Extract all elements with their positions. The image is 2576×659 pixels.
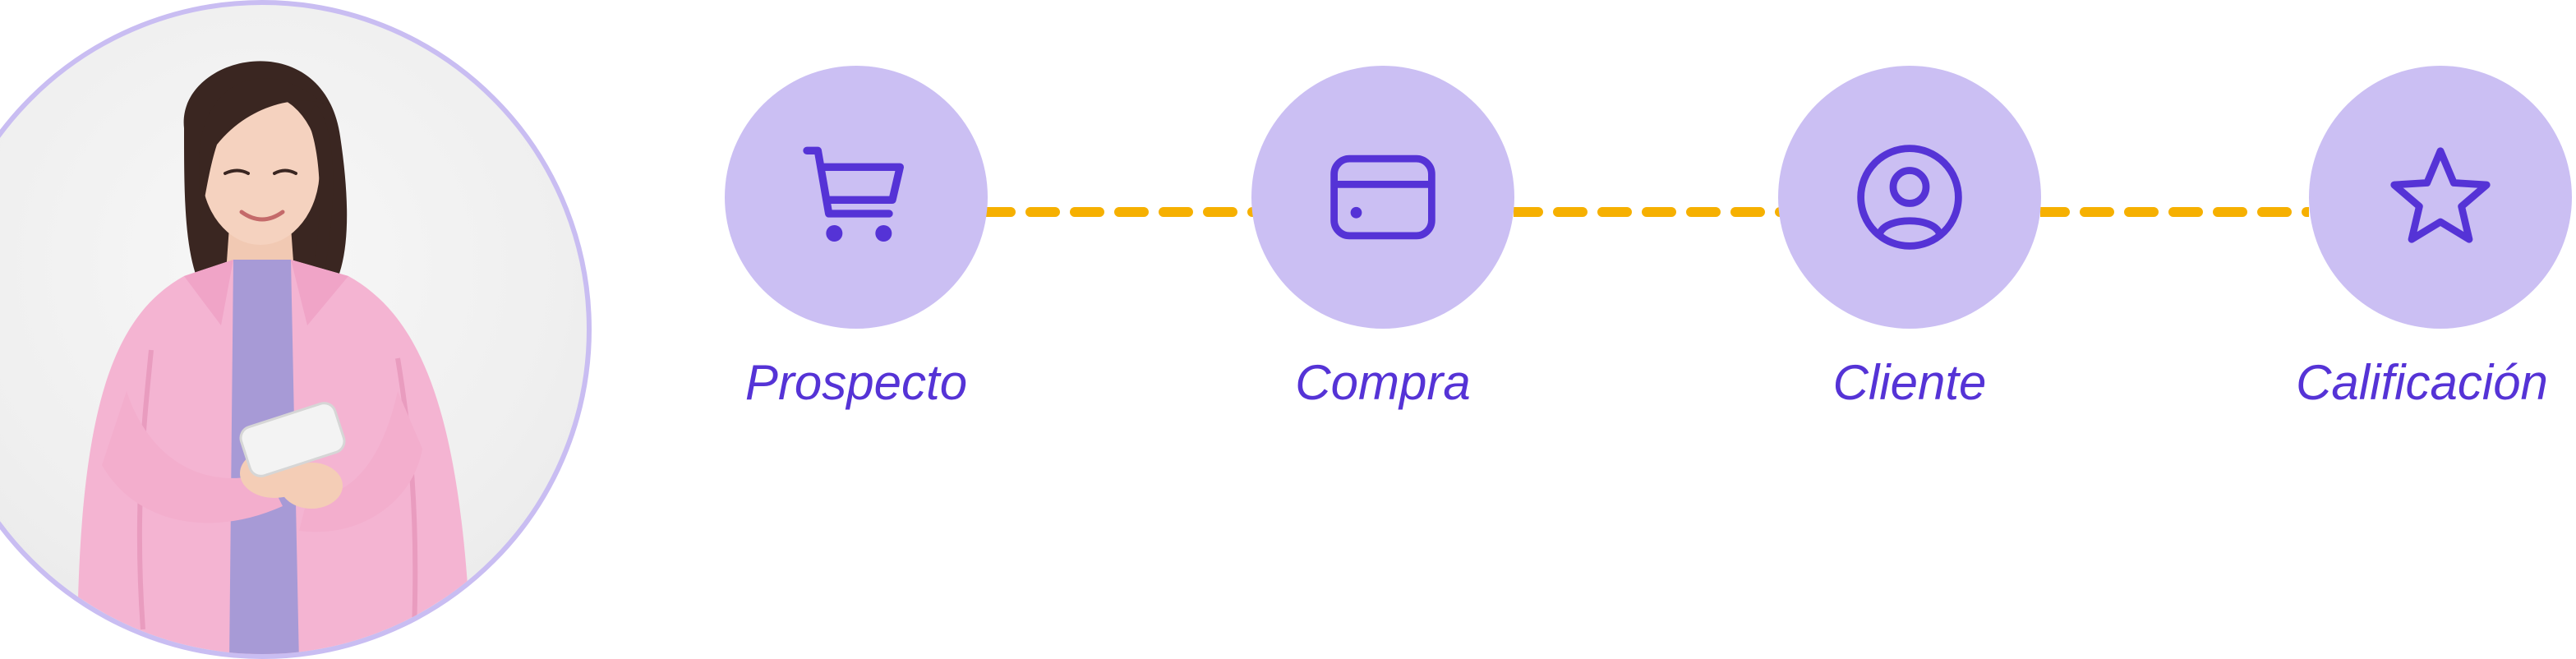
step-cliente xyxy=(1778,66,2041,329)
step-compra xyxy=(1251,66,1514,329)
connector-3 xyxy=(2035,205,2314,219)
step-label-prospecto: Prospecto xyxy=(744,355,968,410)
credit-card-icon xyxy=(1330,154,1435,240)
step-prospecto xyxy=(725,66,988,329)
step-label-cliente: Cliente xyxy=(1832,355,1987,410)
user-circle-icon xyxy=(1857,145,1962,250)
connector-2 xyxy=(1509,205,1787,219)
connector-1 xyxy=(981,205,1260,219)
woman-using-phone-photo xyxy=(77,61,472,654)
step-label-calificacion: Calificación xyxy=(2296,355,2548,410)
shopping-cart-icon xyxy=(803,146,904,242)
step-label-compra: Compra xyxy=(1295,355,1471,410)
star-icon xyxy=(2390,147,2491,243)
step-calificacion xyxy=(2309,66,2572,329)
customer-portrait xyxy=(0,0,592,659)
